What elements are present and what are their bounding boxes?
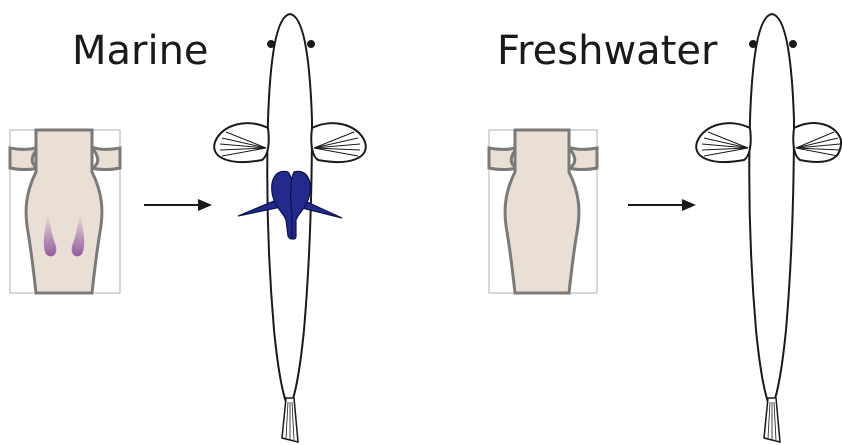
- marine-label: Marine: [72, 28, 209, 74]
- marine-panel: Marine: [10, 14, 366, 442]
- marine-stickleback-fish-icon: [214, 14, 366, 442]
- freshwater-embryo-icon: [489, 130, 597, 293]
- freshwater-right-arrow-icon: [628, 199, 696, 211]
- marine-right-arrow-icon: [144, 199, 212, 211]
- marine-embryo-icon: [10, 130, 120, 293]
- freshwater-label: Freshwater: [497, 28, 718, 74]
- marine-pelvic-structure: [238, 171, 342, 239]
- freshwater-stickleback-fish-icon: [696, 14, 841, 442]
- freshwater-panel: Freshwater: [489, 14, 841, 442]
